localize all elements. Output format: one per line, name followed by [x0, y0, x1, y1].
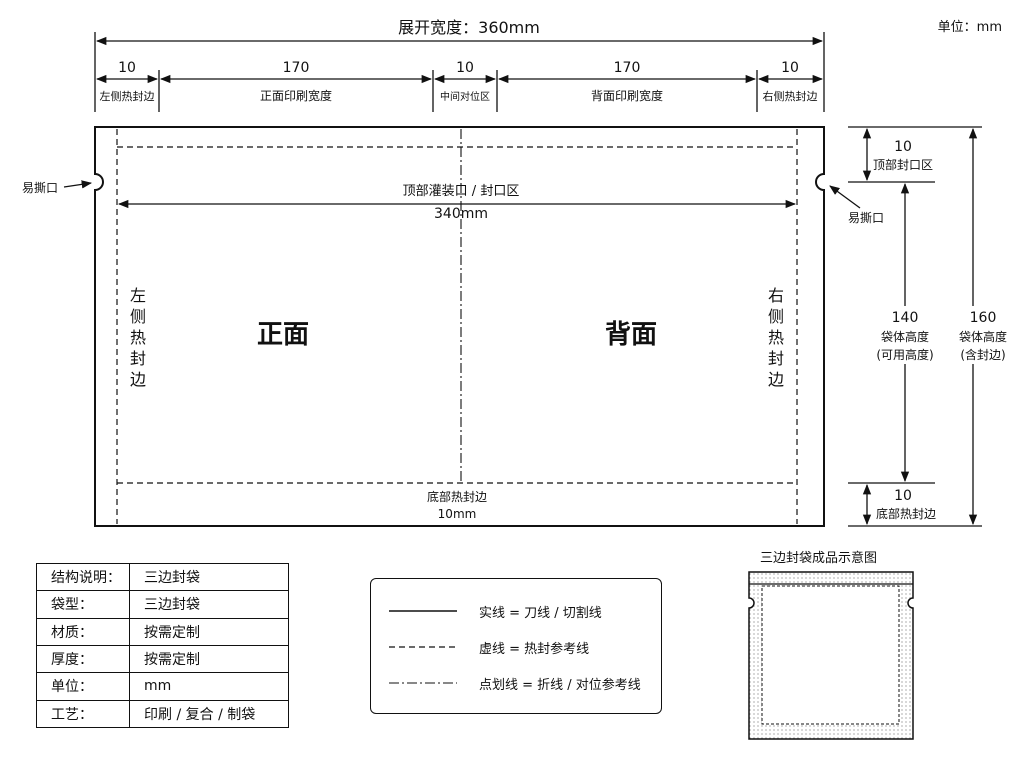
body-height-label-bg [870, 306, 942, 364]
body-height-value: 140 [892, 310, 919, 326]
top-dimensions: 展开宽度：360mm 10 170 10 170 10 左侧热封边 正面印刷宽度… [94, 18, 825, 112]
dashed-line-swatch [389, 646, 457, 648]
top-seal-value: 10 [894, 139, 912, 155]
tear-notch-left-label: 易撕口 [22, 181, 58, 195]
seg-value-1: 10 [118, 60, 136, 76]
spec-key: 材质： [36, 617, 130, 646]
finished-bag-thumbnail [748, 571, 914, 740]
table-row: 结构说明： 三边封袋 [36, 562, 289, 592]
left-seal-char-2: 侧 [130, 307, 146, 326]
fill-zone-label: 顶部灌装口 / 封口区 [403, 184, 520, 199]
left-seal-char-1: 左 [130, 286, 146, 305]
table-row: 材质： 按需定制 [36, 617, 289, 646]
cut-line-outline [94, 126, 825, 527]
dashdot-line-swatch [389, 682, 457, 684]
total-height-label: 袋体高度 [959, 329, 1007, 344]
thumbnail-seal-dashes [761, 585, 900, 725]
table-row: 袋型： 三边封袋 [36, 590, 289, 619]
bottom-seal-dim-value: 10 [894, 488, 912, 504]
table-row: 厚度： 按需定制 [36, 644, 289, 674]
seg-value-3: 10 [456, 60, 474, 76]
spec-key: 单位： [36, 672, 130, 701]
left-seal-char-4: 封 [130, 349, 146, 368]
spec-value: mm [129, 672, 289, 701]
thumbnail-inner-panel [762, 586, 899, 724]
spec-value: 三边封袋 [129, 562, 289, 592]
seg-label-1: 左侧热封边 [100, 89, 155, 103]
spec-value: 三边封袋 [129, 590, 289, 619]
table-row: 单位： mm [36, 672, 289, 701]
spec-key: 工艺： [36, 699, 130, 729]
spec-key: 袋型： [36, 590, 130, 619]
body-height-note: (可用高度) [876, 347, 933, 362]
left-seal-char-5: 边 [130, 370, 146, 389]
bag-dieline: 顶部灌装口 / 封口区 340mm 易撕口 易撕口 左 侧 热 封 边 右 侧 … [22, 126, 884, 527]
thumbnail-title: 三边封袋成品示意图 [760, 551, 878, 566]
spec-value: 按需定制 [129, 644, 289, 674]
bottom-seal-value: 10mm [438, 507, 477, 521]
unit-note: 单位：mm [937, 20, 1002, 35]
tear-notch-right-label: 易撕口 [848, 211, 884, 225]
seg-label-3: 中间对位区 [440, 90, 490, 103]
total-height-value: 160 [970, 310, 997, 326]
back-panel-title: 背面 [605, 320, 657, 350]
tear-notch-left-leader [63, 180, 93, 189]
legend-text: 点划线 = 折线 / 对位参考线 [479, 677, 641, 693]
line-legend: 实线 = 刀线 / 切割线 虚线 = 热封参考线 点划线 = 折线 / 对位参考… [370, 578, 662, 714]
legend-text: 虚线 = 热封参考线 [479, 641, 590, 657]
spec-value: 按需定制 [129, 617, 289, 646]
seg-label-5: 右侧热封边 [763, 89, 818, 103]
legend-item-dashdot: 点划线 = 折线 / 对位参考线 [389, 673, 659, 693]
bottom-seal-dim-label: 底部热封边 [876, 506, 936, 521]
right-seal-char-4: 封 [768, 349, 784, 368]
seg-label-4: 背面印刷宽度 [591, 88, 663, 103]
solid-line-swatch [389, 610, 457, 612]
right-seal-char-5: 边 [768, 370, 784, 389]
tear-notch-right-leader [829, 185, 861, 209]
right-dimensions: 10 顶部封口区 140 袋体高度 (可用高度) 160 袋体高度 (含封边) … [848, 126, 1009, 527]
top-seal-label: 顶部封口区 [873, 157, 933, 172]
legend-item-dashed: 虚线 = 热封参考线 [389, 637, 659, 657]
left-seal-char-3: 热 [130, 328, 146, 347]
seg-label-2: 正面印刷宽度 [260, 88, 332, 103]
spec-key: 厚度： [36, 644, 130, 674]
spec-value: 印刷 / 复合 / 制袋 [129, 699, 289, 729]
inner-width-label: 340mm [434, 206, 488, 222]
bottom-seal-label: 底部热封边 [427, 489, 487, 504]
seg-value-2: 170 [283, 60, 310, 76]
spec-key: 结构说明： [36, 562, 130, 592]
legend-item-solid: 实线 = 刀线 / 切割线 [389, 601, 659, 621]
total-height-label-bg [945, 306, 1009, 364]
right-seal-char-3: 热 [768, 328, 784, 347]
table-row: 工艺： 印刷 / 复合 / 制袋 [36, 699, 289, 729]
front-panel-title: 正面 [257, 320, 309, 350]
right-seal-char-1: 右 [768, 286, 784, 305]
total-width-label: 展开宽度：360mm [398, 18, 540, 37]
total-height-note: (含封边) [960, 347, 1005, 362]
right-seal-char-2: 侧 [768, 307, 784, 326]
legend-text: 实线 = 刀线 / 切割线 [479, 605, 602, 621]
seg-value-4: 170 [614, 60, 641, 76]
seg-value-5: 10 [781, 60, 799, 76]
spec-table: 结构说明： 三边封袋 袋型： 三边封袋 材质： 按需定制 厚度： 按需定制 单位… [36, 562, 289, 729]
body-height-label: 袋体高度 [881, 329, 929, 344]
